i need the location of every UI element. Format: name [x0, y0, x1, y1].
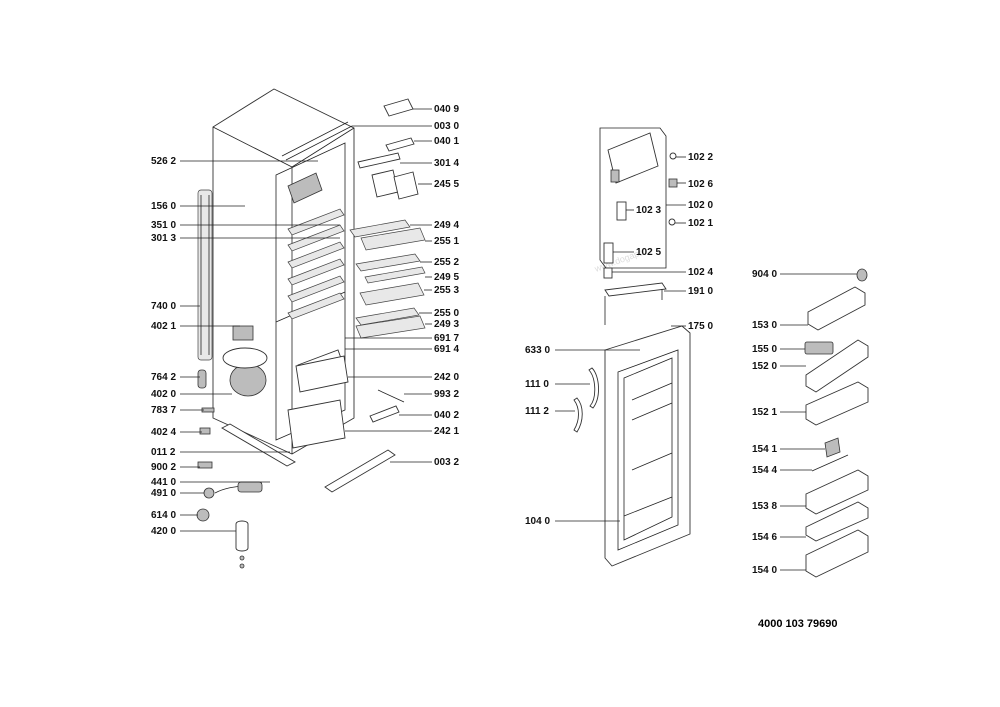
door-rail [604, 282, 667, 297]
label-102-1: 102 1 [688, 218, 713, 229]
label-740-0: 740 0 [151, 301, 176, 312]
label-153-0: 153 0 [752, 320, 777, 331]
label-764-2: 764 2 [151, 372, 176, 383]
label-156-0: 156 0 [151, 201, 176, 212]
cabinet-body [212, 88, 355, 455]
label-111-2: 111 2 [525, 406, 549, 417]
label-011-2: 011 2 [151, 447, 176, 458]
door-labels: 102 2 102 6 102 0 102 3 102 1 102 5 102 … [525, 152, 713, 527]
bin-154-6 [805, 501, 869, 542]
label-301-3: 301 3 [151, 233, 176, 244]
label-154-1: 154 1 [752, 444, 777, 455]
bin-leader-lines [780, 273, 857, 571]
crisper-drawer-upper [295, 355, 349, 393]
condenser [197, 189, 213, 361]
label-175-0: 175 0 [688, 321, 713, 332]
relay-box [232, 325, 254, 341]
label-402-0: 402 0 [151, 389, 176, 400]
label-783-7: 783 7 [151, 405, 176, 416]
label-242-1: 242 1 [434, 426, 459, 437]
compressor [229, 363, 267, 397]
label-155-0: 155 0 [752, 344, 777, 355]
label-691-7: 691 7 [434, 333, 459, 344]
left-leader-lines [180, 160, 340, 532]
label-242-0: 242 0 [434, 372, 459, 383]
label-152-1: 152 1 [752, 407, 777, 418]
bin-154-0 [805, 529, 869, 578]
label-993-2: 993 2 [434, 389, 459, 400]
label-102-4: 102 4 [688, 267, 713, 278]
label-614-0: 614 0 [151, 510, 176, 521]
shelves [287, 208, 345, 320]
label-102-0: 102 0 [688, 200, 713, 211]
fridge-door-gasket [617, 349, 679, 551]
label-441-0: 441 0 [151, 477, 176, 488]
document-number: 4000 103 79690 [758, 618, 838, 630]
door-handle-upper [588, 367, 599, 409]
door-leader-lines [555, 156, 686, 522]
cabinet-loose-parts [287, 98, 426, 493]
door-assembly [573, 127, 691, 567]
left-labels: 526 2 156 0 351 0 301 3 740 0 402 1 764 … [151, 156, 176, 537]
bin-153-0 [807, 286, 866, 331]
capacitor [235, 520, 249, 552]
bin-labels: 904 0 153 0 155 0 152 0 152 1 154 1 154 … [752, 269, 777, 576]
label-402-4: 402 4 [151, 427, 176, 438]
label-111-0: 111 0 [525, 379, 549, 390]
label-255-3: 255 3 [434, 285, 459, 296]
label-104-0: 104 0 [525, 516, 550, 527]
bin-152-0 [805, 339, 869, 393]
label-003-0: 003 0 [434, 121, 459, 132]
label-420-0: 420 0 [151, 526, 176, 537]
label-249-3: 249 3 [434, 319, 459, 330]
label-152-0: 152 0 [752, 361, 777, 372]
bin-153-8 [805, 469, 869, 515]
label-191-0: 191 0 [688, 286, 713, 297]
label-003-2: 003 2 [434, 457, 459, 468]
label-102-3: 102 3 [636, 205, 661, 216]
label-040-9: 040 9 [434, 104, 459, 115]
label-154-6: 154 6 [752, 532, 777, 543]
label-245-5: 245 5 [434, 179, 459, 190]
label-691-4: 691 4 [434, 344, 459, 355]
label-402-1: 402 1 [151, 321, 176, 332]
label-904-0: 904 0 [752, 269, 777, 280]
label-633-0: 633 0 [525, 345, 550, 356]
middle-leader-lines [345, 108, 432, 463]
label-255-1: 255 1 [434, 236, 459, 247]
label-040-2: 040 2 [434, 410, 459, 421]
label-351-0: 351 0 [151, 220, 176, 231]
door-handle-lower [573, 397, 583, 433]
crisper-drawer-lower [287, 399, 346, 449]
label-255-2: 255 2 [434, 257, 459, 268]
label-249-5: 249 5 [434, 272, 459, 283]
middle-labels: 040 9 003 0 040 1 301 4 245 5 249 4 255 … [434, 104, 459, 468]
bin-152-1 [805, 381, 869, 426]
label-154-0: 154 0 [752, 565, 777, 576]
label-102-6: 102 6 [688, 179, 713, 190]
base-rail [221, 423, 296, 467]
label-491-0: 491 0 [151, 488, 176, 499]
label-040-1: 040 1 [434, 136, 459, 147]
label-153-8: 153 8 [752, 501, 777, 512]
label-255-0: 255 0 [434, 308, 459, 319]
label-900-2: 900 2 [151, 462, 176, 473]
label-526-2: 526 2 [151, 156, 176, 167]
label-102-5: 102 5 [636, 247, 661, 258]
label-154-4: 154 4 [752, 465, 777, 476]
label-102-2: 102 2 [688, 152, 713, 163]
label-249-4: 249 4 [434, 220, 459, 231]
door-bins [804, 268, 869, 578]
label-301-4: 301 4 [434, 158, 459, 169]
freezer-door-outline [599, 127, 667, 269]
control-panel [287, 172, 323, 204]
